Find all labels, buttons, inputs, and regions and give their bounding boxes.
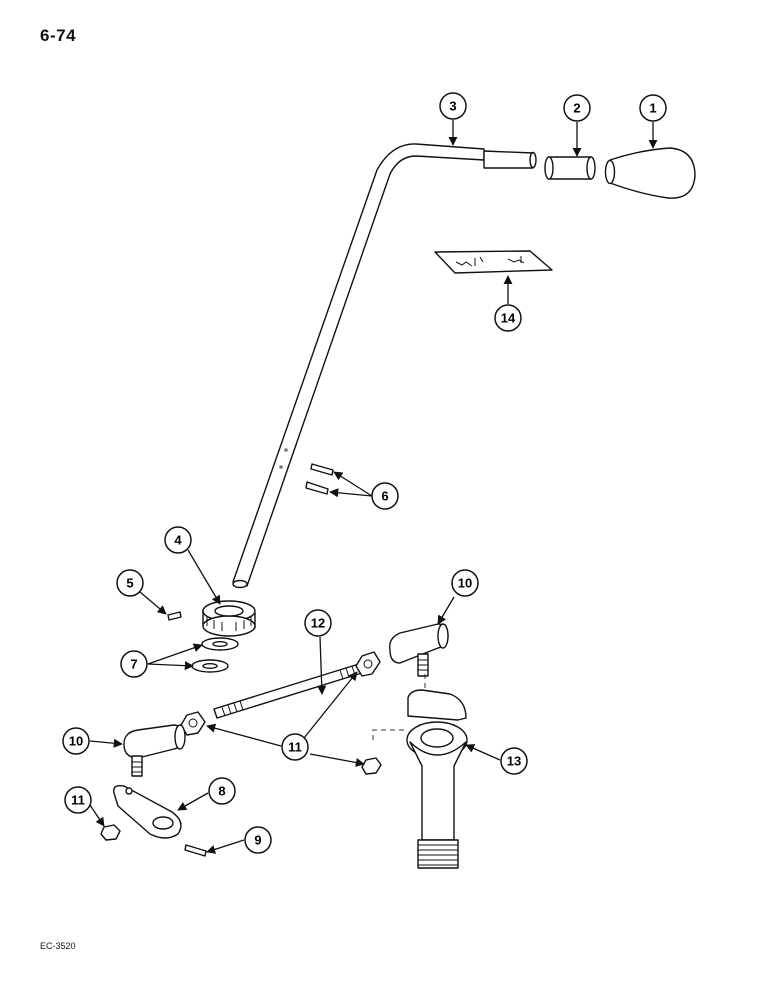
svg-text:14: 14 xyxy=(501,311,516,326)
svg-text:9: 9 xyxy=(254,833,261,848)
callout-3: 3 xyxy=(439,92,467,120)
svg-text:2: 2 xyxy=(573,101,580,116)
svg-text:4: 4 xyxy=(174,533,182,548)
shift-lever-rod xyxy=(232,143,537,589)
svg-text:3: 3 xyxy=(449,99,456,114)
svg-text:12: 12 xyxy=(311,616,325,631)
svg-text:8: 8 xyxy=(218,784,225,799)
callout-11-left: 11 xyxy=(64,786,92,814)
callout-1: 1 xyxy=(639,94,667,122)
svg-text:11: 11 xyxy=(288,740,302,755)
callout-13: 13 xyxy=(500,747,528,775)
callout-2: 2 xyxy=(563,94,591,122)
shift-pattern-decal xyxy=(434,250,553,274)
callout-7: 7 xyxy=(120,650,148,678)
roll-pins xyxy=(305,463,334,495)
svg-text:5: 5 xyxy=(126,576,133,591)
svg-text:7: 7 xyxy=(130,657,137,672)
sleeve xyxy=(544,156,596,180)
callout-11-center: 11 xyxy=(281,733,309,761)
svg-text:10: 10 xyxy=(69,734,83,749)
svg-text:11: 11 xyxy=(71,793,85,808)
shift-knob xyxy=(604,147,696,199)
callout-12: 12 xyxy=(304,609,332,637)
svg-text:1: 1 xyxy=(649,101,656,116)
callout-14: 14 xyxy=(494,304,522,332)
callout-10-lower: 10 xyxy=(62,727,90,755)
set-screw xyxy=(167,611,182,621)
lever-nut xyxy=(202,600,256,637)
callout-10-upper: 10 xyxy=(451,569,479,597)
washers xyxy=(191,637,239,673)
leader-lines xyxy=(87,120,658,854)
callout-4: 4 xyxy=(164,526,192,554)
svg-text:10: 10 xyxy=(458,576,472,591)
figure-code: EC-3520 xyxy=(40,941,76,951)
callout-8: 8 xyxy=(208,777,236,805)
ball-joint-lower xyxy=(123,724,186,777)
pivot-shaft xyxy=(372,674,468,869)
lever-arm xyxy=(113,784,182,839)
ball-joint-upper xyxy=(389,623,449,677)
pin xyxy=(184,844,207,857)
hex-nuts xyxy=(100,651,382,841)
svg-text:13: 13 xyxy=(507,754,521,769)
callout-9: 9 xyxy=(244,826,272,854)
callout-5: 5 xyxy=(116,569,144,597)
callout-6: 6 xyxy=(371,482,399,510)
page-number: 6-74 xyxy=(40,26,77,45)
svg-text:6: 6 xyxy=(381,489,388,504)
